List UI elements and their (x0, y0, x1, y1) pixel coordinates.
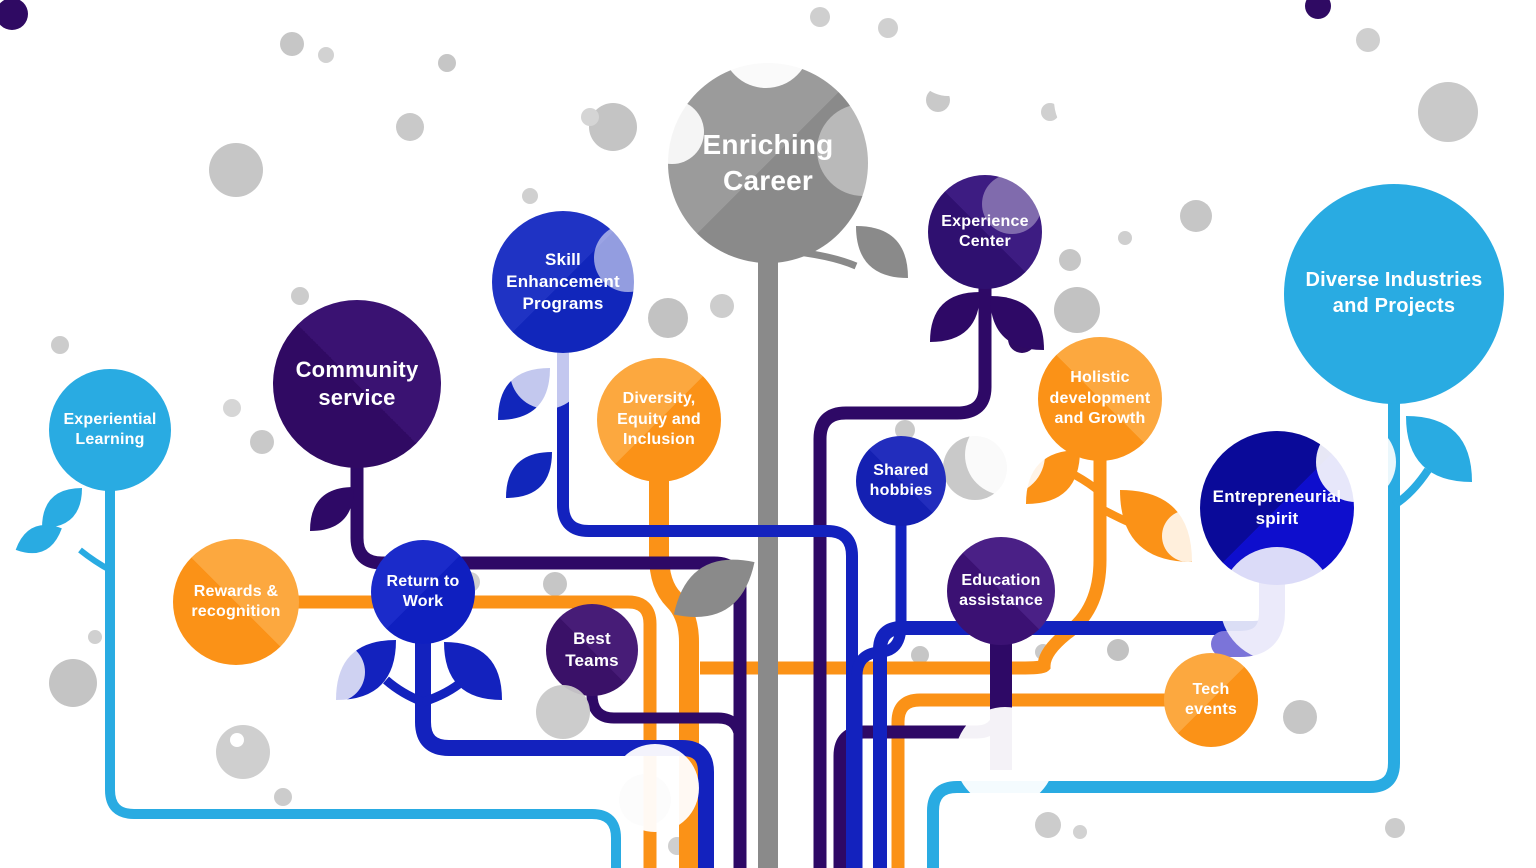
node-skill-enhancement: Skill Enhancement Programs (492, 211, 634, 353)
branch-experiential-learning (105, 470, 621, 868)
leaf-trunk-gray-2 (673, 559, 755, 617)
node-rewards-recognition: Rewards & recognition (173, 539, 299, 665)
leaf-experiential-2 (15, 525, 62, 554)
branch-skill (557, 350, 858, 868)
node-diverse-industries: Diverse Industries and Projects (1284, 184, 1504, 404)
node-holistic-development: Holistic development and Growth (1038, 337, 1162, 461)
node-label: Skill Enhancement Programs (506, 250, 620, 313)
leaf-return-right (444, 642, 502, 700)
node-tech-events: Tech events (1164, 653, 1258, 747)
leaf-experiential-1 (42, 488, 82, 528)
node-label: Enriching Career (702, 129, 834, 196)
leaf-community (310, 487, 354, 531)
leaf-skill-low (506, 452, 552, 498)
node-label: Experience Center (941, 212, 1029, 250)
branch-holistic (700, 450, 1107, 675)
branch-diverse-industries (927, 400, 1400, 868)
white-bubbles (305, 335, 1214, 832)
node-experience-center: Experience Center (928, 175, 1042, 289)
node-label: Education assistance (959, 571, 1043, 609)
leaf-diverse (1406, 416, 1472, 482)
node-label: Entrepreneurial spirit (1212, 487, 1342, 528)
node-label: Diverse Industries and Projects (1305, 269, 1483, 317)
background-bubbles (0, 0, 1478, 855)
twig-return-left (383, 676, 425, 707)
branch-return-to-work (415, 640, 714, 868)
leaf-experience-right (990, 296, 1044, 350)
node-label: Return to Work (386, 572, 460, 610)
node-label: Experiential Learning (63, 410, 157, 448)
node-label: Shared hobbies (869, 461, 933, 499)
branch-experience-center (813, 286, 992, 868)
leaf-experience-left (930, 292, 980, 342)
node-label: Holistic development and Growth (1049, 369, 1151, 428)
node-experiential-learning: Experiential Learning (49, 369, 171, 491)
node-label: Tech events (1185, 680, 1237, 718)
branch-tech-events (891, 693, 1168, 868)
leaf-trunk-gray (856, 226, 908, 278)
node-enriching-career: Enriching Career (668, 63, 868, 263)
node-best-teams: Best Teams (546, 604, 638, 696)
node-label: Rewards & recognition (191, 582, 281, 620)
node-label: Diversity, Equity and Inclusion (617, 390, 701, 449)
branch-best-teams (586, 693, 746, 790)
branch-rewards (290, 595, 657, 868)
node-entrepreneurial-spirit: Entrepreneurial spirit (1200, 431, 1354, 585)
node-education-assistance: Education assistance (947, 537, 1055, 645)
node-diversity-equity-inclusion: Diversity, Equity and Inclusion (597, 358, 721, 482)
twig-experiential (78, 547, 112, 573)
twig-diverse (1391, 467, 1432, 509)
node-community-service: Community service (273, 300, 441, 468)
node-label: Best Teams (565, 629, 619, 670)
node-shared-hobbies: Shared hobbies (856, 436, 946, 526)
node-return-to-work: Return to Work (371, 540, 475, 644)
node-label: Community service (295, 356, 419, 410)
